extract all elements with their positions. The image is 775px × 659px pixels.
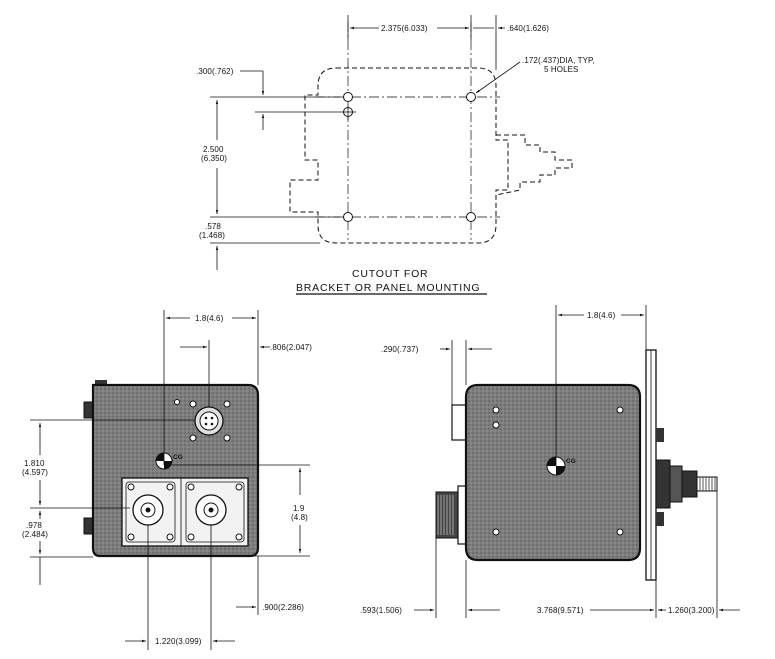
dim-bottom-line1: .578 <box>205 222 221 231</box>
dim-front-left-bottom-line2: (2.484) <box>22 530 48 539</box>
dim-front-bottom: 1.220(3.099) <box>155 637 202 646</box>
dim-bottom-line2: (1.468) <box>199 231 225 240</box>
dim-hole-offset: .300(.762) <box>196 67 234 76</box>
dim-top-width: 2.375(6.033) <box>381 24 428 33</box>
cg-label-side: CG <box>566 458 576 465</box>
top-view: 2.375(6.033) .640(1.626) .172(.437)DIA, … <box>196 15 595 295</box>
caption-line2: BRACKET OR PANEL MOUNTING <box>296 282 480 294</box>
dim-height-line2: (6.350) <box>201 154 227 163</box>
hole-note-line2: 5 HOLES <box>544 65 579 74</box>
top-view-connector-outline <box>495 134 573 196</box>
dim-top-right: .640(1.626) <box>507 24 549 33</box>
dim-front-bottom-right: .900(2.286) <box>262 603 304 612</box>
dim-front-left-line2: (4.597) <box>22 468 48 477</box>
dim-side-bottom-right: 1.260(3.200) <box>668 606 715 615</box>
mounting-hole <box>343 92 353 102</box>
dim-front-right-line1: 1.9 <box>293 504 305 513</box>
front-view: CG 1.8(4.6) .806(2.047) 1.810 (4.597) .9… <box>22 310 312 650</box>
caption-line1: CUTOUT FOR <box>352 268 428 280</box>
cg-label-front: CG <box>173 454 183 461</box>
dim-side-left-top: .290(.737) <box>381 345 419 354</box>
dim-side-bottom-left: .593(1.506) <box>360 606 402 615</box>
dim-front-right-top: .806(2.047) <box>270 343 312 352</box>
mounting-hole <box>343 212 353 222</box>
hole-note-line1: .172(.437)DIA, TYP, <box>522 56 595 65</box>
dim-front-left-line1: 1.810 <box>24 459 45 468</box>
top-view-outline <box>289 67 509 244</box>
dim-front-left-bottom-line1: .978 <box>26 521 42 530</box>
dim-side-bottom-center: 3.768(9.571) <box>537 606 584 615</box>
side-view: CG 1.8(4.6) .290(.737) .593(1.506) 3.768… <box>360 305 740 618</box>
dim-front-right-line2: (4.8) <box>291 513 308 522</box>
mounting-hole <box>466 212 476 222</box>
dim-front-top: 1.8(4.6) <box>195 314 224 323</box>
mounting-hole <box>466 92 476 102</box>
dim-side-top: 1.8(4.6) <box>587 311 616 320</box>
dim-height-line1: 2.500 <box>203 145 224 154</box>
